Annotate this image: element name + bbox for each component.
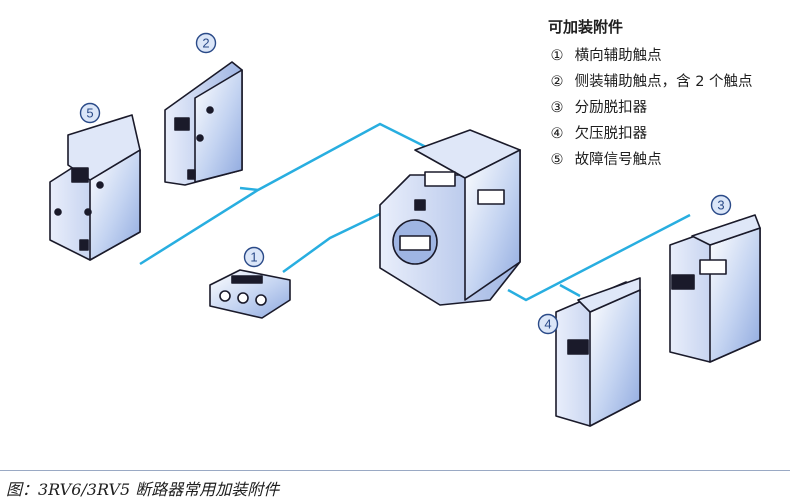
- legend-item-5: ⑤ 故障信号触点: [548, 147, 783, 173]
- callout-2: 2: [195, 32, 217, 54]
- callouts: 1 2 3 4 5: [79, 32, 732, 335]
- legend: 可加装附件 ① 横向辅助触点 ② 侧装辅助触点，含 2 个触点 ③ 分励脱扣器 …: [548, 16, 783, 173]
- circuit-breaker-3rv: [379, 129, 521, 306]
- device-shunt-release: [669, 214, 761, 363]
- legend-item-number: ④: [550, 126, 564, 142]
- legend-item-number: ②: [550, 74, 564, 90]
- callout-1: 1: [243, 246, 265, 268]
- legend-item-3: ③ 分励脱扣器: [548, 95, 783, 121]
- legend-item-label: 欠压脱扣器: [574, 126, 648, 142]
- device-fault-signal-contact: [49, 114, 141, 261]
- connector-left-branch: [239, 186, 259, 192]
- legend-item-label: 横向辅助触点: [574, 48, 662, 64]
- legend-item-label: 分励脱扣器: [574, 100, 648, 116]
- legend-item-label: 侧装辅助触点，含 2 个触点: [574, 74, 753, 90]
- callout-3: 3: [710, 194, 732, 216]
- device-undervoltage-release: [555, 277, 641, 427]
- device-transverse-auxiliary-contact: [209, 269, 291, 319]
- legend-item-label: 故障信号触点: [574, 152, 662, 168]
- legend-title: 可加装附件: [548, 18, 624, 36]
- svg-text:3: 3: [717, 198, 724, 213]
- connector-right-branch: [559, 283, 581, 298]
- figure-caption: 图：3RV6/3RV5 断路器常用加装附件: [6, 480, 280, 499]
- connector-left: [139, 122, 433, 266]
- caption-divider: [0, 470, 790, 471]
- connector-right: [507, 213, 691, 302]
- legend-item-1: ① 横向辅助触点: [548, 43, 783, 69]
- legend-item-2: ② 侧装辅助触点，含 2 个触点: [548, 69, 783, 95]
- connector-lines: [139, 122, 691, 302]
- svg-text:2: 2: [202, 36, 209, 51]
- svg-text:5: 5: [86, 106, 93, 121]
- legend-item-number: ①: [550, 48, 564, 64]
- legend-item-number: ⑤: [550, 152, 564, 168]
- legend-item-number: ③: [550, 100, 564, 116]
- device-side-auxiliary-contact: [164, 61, 243, 186]
- svg-text:4: 4: [544, 317, 551, 332]
- callout-4: 4: [537, 313, 559, 335]
- callout-5: 5: [79, 102, 101, 124]
- legend-item-4: ④ 欠压脱扣器: [548, 121, 783, 147]
- svg-text:1: 1: [250, 250, 257, 265]
